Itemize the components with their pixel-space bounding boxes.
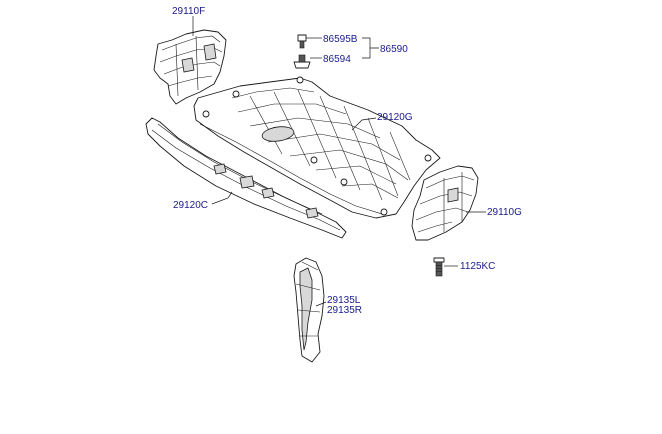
label-1125KC: 1125KC bbox=[460, 261, 496, 272]
part-29120C-deflector bbox=[145, 117, 347, 239]
leader-29120G bbox=[351, 117, 377, 131]
part-86595B-bolt bbox=[297, 34, 307, 49]
leader-29120C bbox=[211, 191, 233, 205]
part-29110F-shield bbox=[153, 29, 227, 105]
part-29120G-under-cover bbox=[193, 76, 441, 219]
part-29135-side-strip bbox=[293, 257, 325, 363]
label-29120G: 29120G bbox=[377, 112, 413, 123]
leader-29135 bbox=[315, 301, 327, 307]
label-29120C: 29120C bbox=[173, 200, 209, 211]
label-86594: 86594 bbox=[323, 54, 351, 65]
leader-lines bbox=[192, 16, 486, 307]
label-86595B: 86595B bbox=[323, 34, 358, 45]
bracket-86590 bbox=[362, 37, 379, 59]
label-29135L: 29135L bbox=[327, 295, 361, 306]
part-29110G-shield bbox=[411, 165, 479, 241]
part-1125KC-screw bbox=[433, 257, 445, 277]
label-29135R: 29135R bbox=[327, 305, 363, 316]
part-86594-clip bbox=[293, 54, 311, 69]
label-86590: 86590 bbox=[380, 44, 408, 55]
label-29110F: 29110F bbox=[172, 6, 206, 17]
label-29110G: 29110G bbox=[487, 207, 522, 218]
